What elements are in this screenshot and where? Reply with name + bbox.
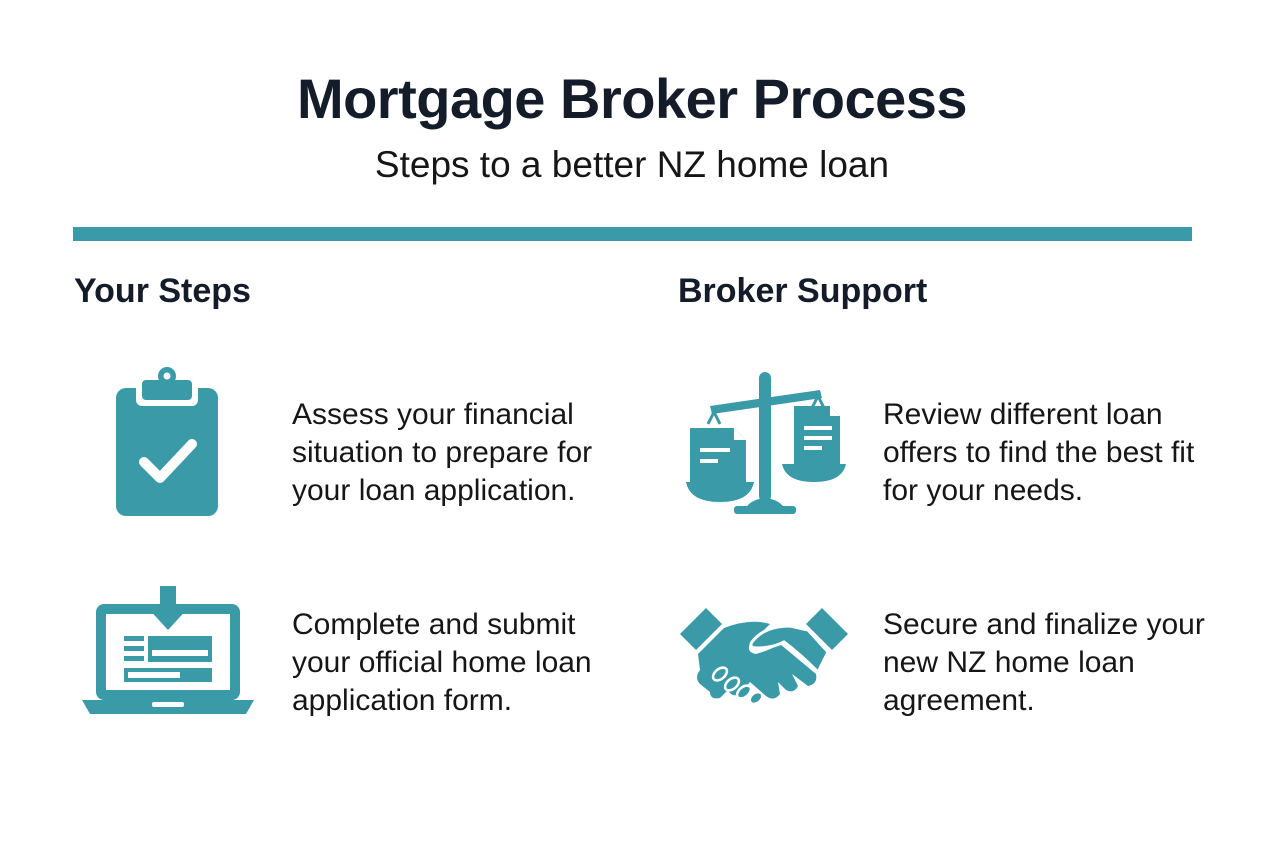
column-heading-broker-support: Broker Support <box>678 272 928 310</box>
handshake-icon <box>680 604 848 713</box>
step-description: Complete and submit your official home l… <box>292 608 592 717</box>
step-description: Review different loan offers to find the… <box>883 398 1195 507</box>
step-description: Assess your financial situation to prepa… <box>292 398 593 507</box>
page-title: Mortgage Broker Process <box>296 67 968 130</box>
clipboard-check-icon <box>112 366 222 525</box>
page-subtitle: Steps to a better NZ home loan <box>374 144 890 185</box>
column-heading-your-steps: Your Steps <box>74 272 251 310</box>
header-divider <box>73 227 1192 241</box>
balance-scale-documents-icon <box>684 368 846 523</box>
laptop-form-download-icon <box>82 584 254 723</box>
step-description: Secure and finalize your new NZ home loa… <box>883 608 1205 717</box>
